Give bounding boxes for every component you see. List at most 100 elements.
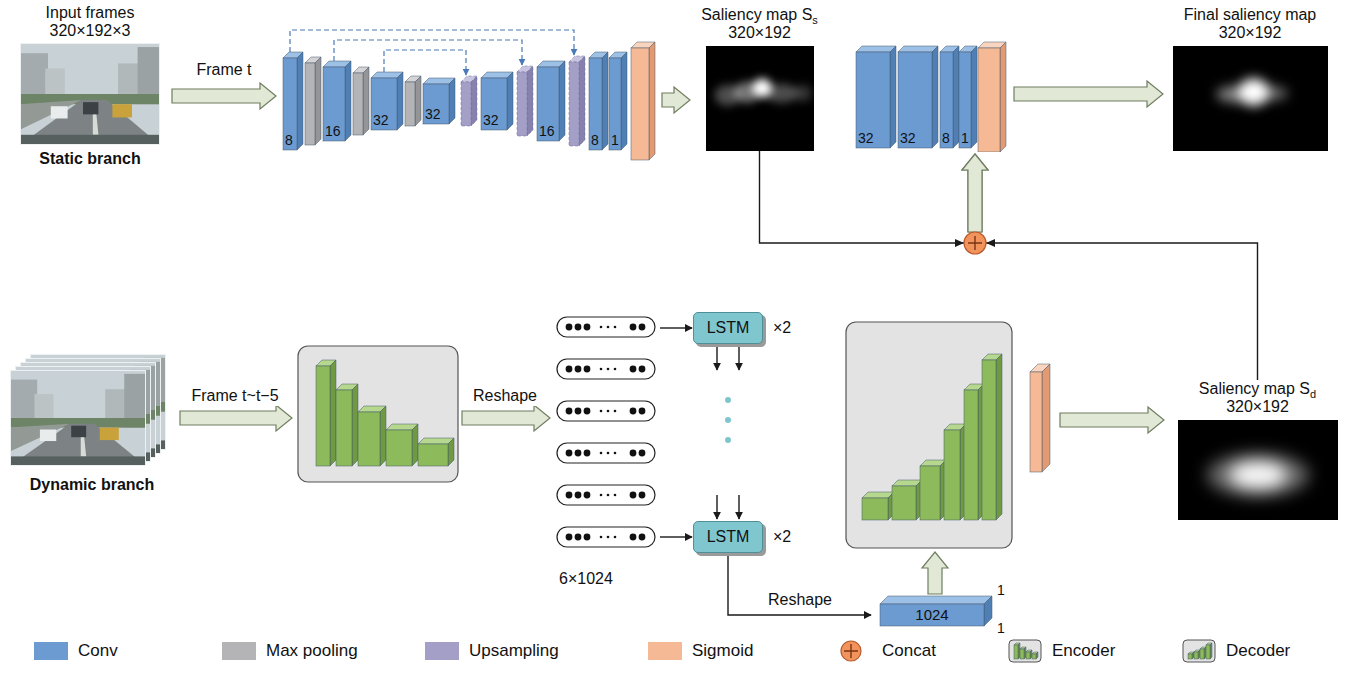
dot <box>607 410 610 413</box>
shape-rect <box>846 322 1012 548</box>
shape-rect <box>10 456 146 466</box>
dot <box>614 494 617 497</box>
arrow-label: Frame t~t−5 <box>189 386 280 406</box>
connector <box>660 537 692 538</box>
legend-text: Upsampling <box>469 641 559 661</box>
block-face <box>1060 407 1164 433</box>
block-face <box>507 72 513 130</box>
shape-rect <box>609 58 621 150</box>
group <box>1216 79 1287 106</box>
dot <box>584 324 591 331</box>
dot <box>575 366 582 373</box>
line <box>384 50 466 75</box>
line <box>986 243 1258 380</box>
dot <box>614 326 617 329</box>
block-face <box>297 52 303 150</box>
block-face <box>10 424 70 452</box>
street-photo <box>20 43 160 145</box>
channel-count: 32 <box>483 112 499 128</box>
block-face <box>986 239 995 247</box>
shape-rect <box>1173 46 1328 151</box>
dynamic-saliency-node: Saliency map Sd320×192 <box>1170 380 1345 520</box>
dot <box>639 324 646 331</box>
shape-rect <box>557 359 655 379</box>
connector <box>717 346 739 519</box>
shape-rect <box>71 426 86 438</box>
dot <box>566 408 573 415</box>
dot <box>607 368 610 371</box>
block-face <box>898 46 938 52</box>
line <box>290 30 574 55</box>
legend-swatch <box>222 642 256 660</box>
dot <box>614 536 617 539</box>
shape-rect <box>20 43 160 145</box>
edge-label: Frame t <box>193 60 254 80</box>
block-face <box>962 154 988 232</box>
block-face <box>1042 364 1050 472</box>
shape-rect <box>112 104 132 117</box>
legend-text: Decoder <box>1226 641 1290 661</box>
shape-rect <box>557 443 655 463</box>
dot <box>725 397 731 403</box>
shape-rect <box>1032 654 1036 659</box>
shape-rect <box>557 317 655 337</box>
line <box>334 40 522 65</box>
legend-text: Concat <box>882 641 936 661</box>
block-face <box>172 83 276 109</box>
lstm-cell: LSTM <box>693 521 763 553</box>
legend-text: Encoder <box>1052 641 1115 661</box>
saliency-map <box>1173 46 1328 151</box>
block-face <box>412 424 418 466</box>
line <box>968 236 982 250</box>
legend-icon <box>1008 639 1042 663</box>
legend-icon <box>838 639 872 663</box>
dot <box>600 410 603 413</box>
block-face <box>890 46 896 148</box>
block-face <box>315 57 321 145</box>
shape-rect <box>892 486 916 520</box>
channel-count: 16 <box>325 123 341 139</box>
shape-rect <box>21 44 160 145</box>
block-face <box>932 46 938 148</box>
network-blocks <box>852 36 1012 152</box>
block-face <box>649 42 655 160</box>
line <box>660 536 692 537</box>
line <box>738 346 739 370</box>
branch-label: Dynamic branch <box>6 476 178 494</box>
final-saliency-node: Final saliency map 320×192 <box>1165 6 1335 151</box>
dot <box>575 324 582 331</box>
dot <box>566 324 573 331</box>
shape-rect <box>631 48 649 160</box>
tensor-size: 1024 <box>880 604 984 626</box>
lstm-node: LSTM×2 <box>693 312 791 344</box>
block-face <box>471 76 477 126</box>
legend-item: Sigmoid <box>648 639 753 663</box>
dot <box>607 536 610 539</box>
map-subscript: d <box>1310 388 1316 400</box>
shape-rect <box>1200 649 1204 659</box>
block-face <box>527 66 533 136</box>
block-face <box>345 61 351 141</box>
shape-rect <box>898 52 932 148</box>
shape-rect <box>336 390 352 466</box>
shape-rect <box>100 428 119 440</box>
block-face <box>922 552 948 594</box>
shape-rect <box>569 62 579 146</box>
shape-rect <box>371 78 397 130</box>
heat-blob <box>1216 86 1253 103</box>
legend-text: Conv <box>78 641 118 661</box>
shape-rect <box>1020 649 1024 659</box>
block-face <box>856 46 896 52</box>
legend-swatch <box>648 642 682 660</box>
dot <box>841 641 861 661</box>
saliency-map <box>1178 420 1338 520</box>
dot <box>630 324 637 331</box>
dot <box>566 534 573 541</box>
shape-rect <box>461 82 471 126</box>
shape-rect <box>978 48 1000 152</box>
dot <box>725 437 731 443</box>
dot <box>600 494 603 497</box>
shape-rect <box>1030 372 1042 472</box>
